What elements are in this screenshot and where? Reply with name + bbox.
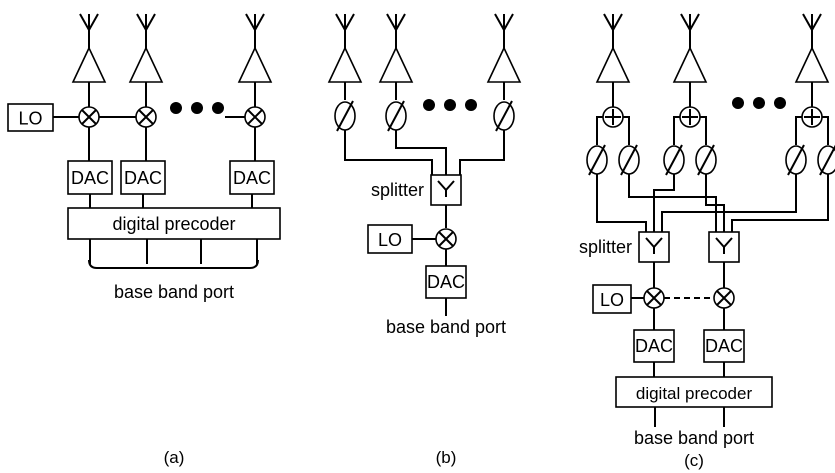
amplifier-icon: [595, 46, 631, 83]
phase-shifter-icon: [586, 144, 608, 176]
amplifier-icon: [486, 46, 522, 83]
phase-shifter-icon: [695, 144, 717, 176]
dac-box: [633, 329, 675, 363]
phase-shifter-icon: [785, 144, 807, 176]
antenna-icon: [136, 13, 156, 48]
antenna-icon: [603, 13, 623, 48]
antenna-icon: [680, 13, 700, 48]
amplifier-icon: [71, 46, 107, 83]
adder-icon: [679, 106, 701, 128]
base-band-port-label: base band port: [114, 282, 234, 302]
base-band-port-label: base band port: [634, 428, 754, 448]
amplifier-icon: [672, 46, 708, 83]
phase-shifter-icon: [493, 100, 515, 132]
splitter-box: [708, 231, 740, 263]
caption-c: (c): [684, 451, 704, 470]
antenna-icon: [79, 13, 99, 48]
digital-precoder-box: [615, 376, 773, 408]
phase-shifter-icon: [663, 144, 685, 176]
caption-a: (a): [164, 448, 185, 467]
digital-precoder-box: [67, 207, 281, 240]
dac-label: DAC: [705, 336, 743, 356]
lo-label: LO: [600, 290, 624, 310]
panel-c: splitter LO DAC DAC digital precoder bas…: [579, 13, 835, 470]
splitter-label: splitter: [579, 237, 632, 257]
phase-shifter-icon: [618, 144, 640, 176]
dac-label: DAC: [427, 272, 465, 292]
amplifier-icon: [378, 46, 414, 83]
lo-label: LO: [378, 230, 402, 250]
lo-box: [7, 103, 54, 132]
base-band-port-label: base band port: [386, 317, 506, 337]
ellipsis-icon: [732, 97, 786, 109]
mixer-icon: [713, 287, 735, 309]
antenna-icon: [245, 13, 265, 48]
splitter-box: [638, 231, 670, 263]
mixer-icon: [435, 228, 457, 250]
phase-shifter-icon: [334, 100, 356, 132]
amplifier-icon: [128, 46, 164, 83]
adder-icon: [602, 106, 624, 128]
phase-shifter-icon: [385, 100, 407, 132]
phase-shifter-icon: [817, 144, 835, 176]
splitter-label: splitter: [371, 180, 424, 200]
lo-label: LO: [18, 109, 42, 129]
dac-label: DAC: [233, 168, 271, 188]
dac-label: DAC: [635, 336, 673, 356]
dac-label: DAC: [71, 168, 109, 188]
antenna-icon: [386, 13, 406, 48]
mixer-icon: [135, 106, 157, 128]
mixer-icon: [78, 106, 100, 128]
antenna-icon: [335, 13, 355, 48]
dac-box: [703, 329, 745, 363]
caption-b: (b): [436, 448, 457, 467]
panel-b: splitter LO DAC base band port (b): [327, 13, 522, 467]
port-bracket: [88, 259, 259, 269]
panel-a: LO DAC DAC DAC digital precoder base ban…: [7, 13, 281, 467]
ellipsis-icon: [423, 99, 477, 111]
mixer-icon: [244, 106, 266, 128]
amplifier-icon: [327, 46, 363, 83]
digital-precoder-label: digital precoder: [636, 384, 753, 403]
adder-icon: [801, 106, 823, 128]
dac-label: DAC: [124, 168, 162, 188]
amplifier-icon: [237, 46, 273, 83]
splitter-box: [430, 174, 462, 206]
antenna-icon: [802, 13, 822, 48]
ellipsis-icon: [170, 102, 224, 114]
digital-precoder-label: digital precoder: [112, 214, 235, 234]
amplifier-icon: [794, 46, 830, 83]
antenna-icon: [494, 13, 514, 48]
mixer-icon: [643, 287, 665, 309]
